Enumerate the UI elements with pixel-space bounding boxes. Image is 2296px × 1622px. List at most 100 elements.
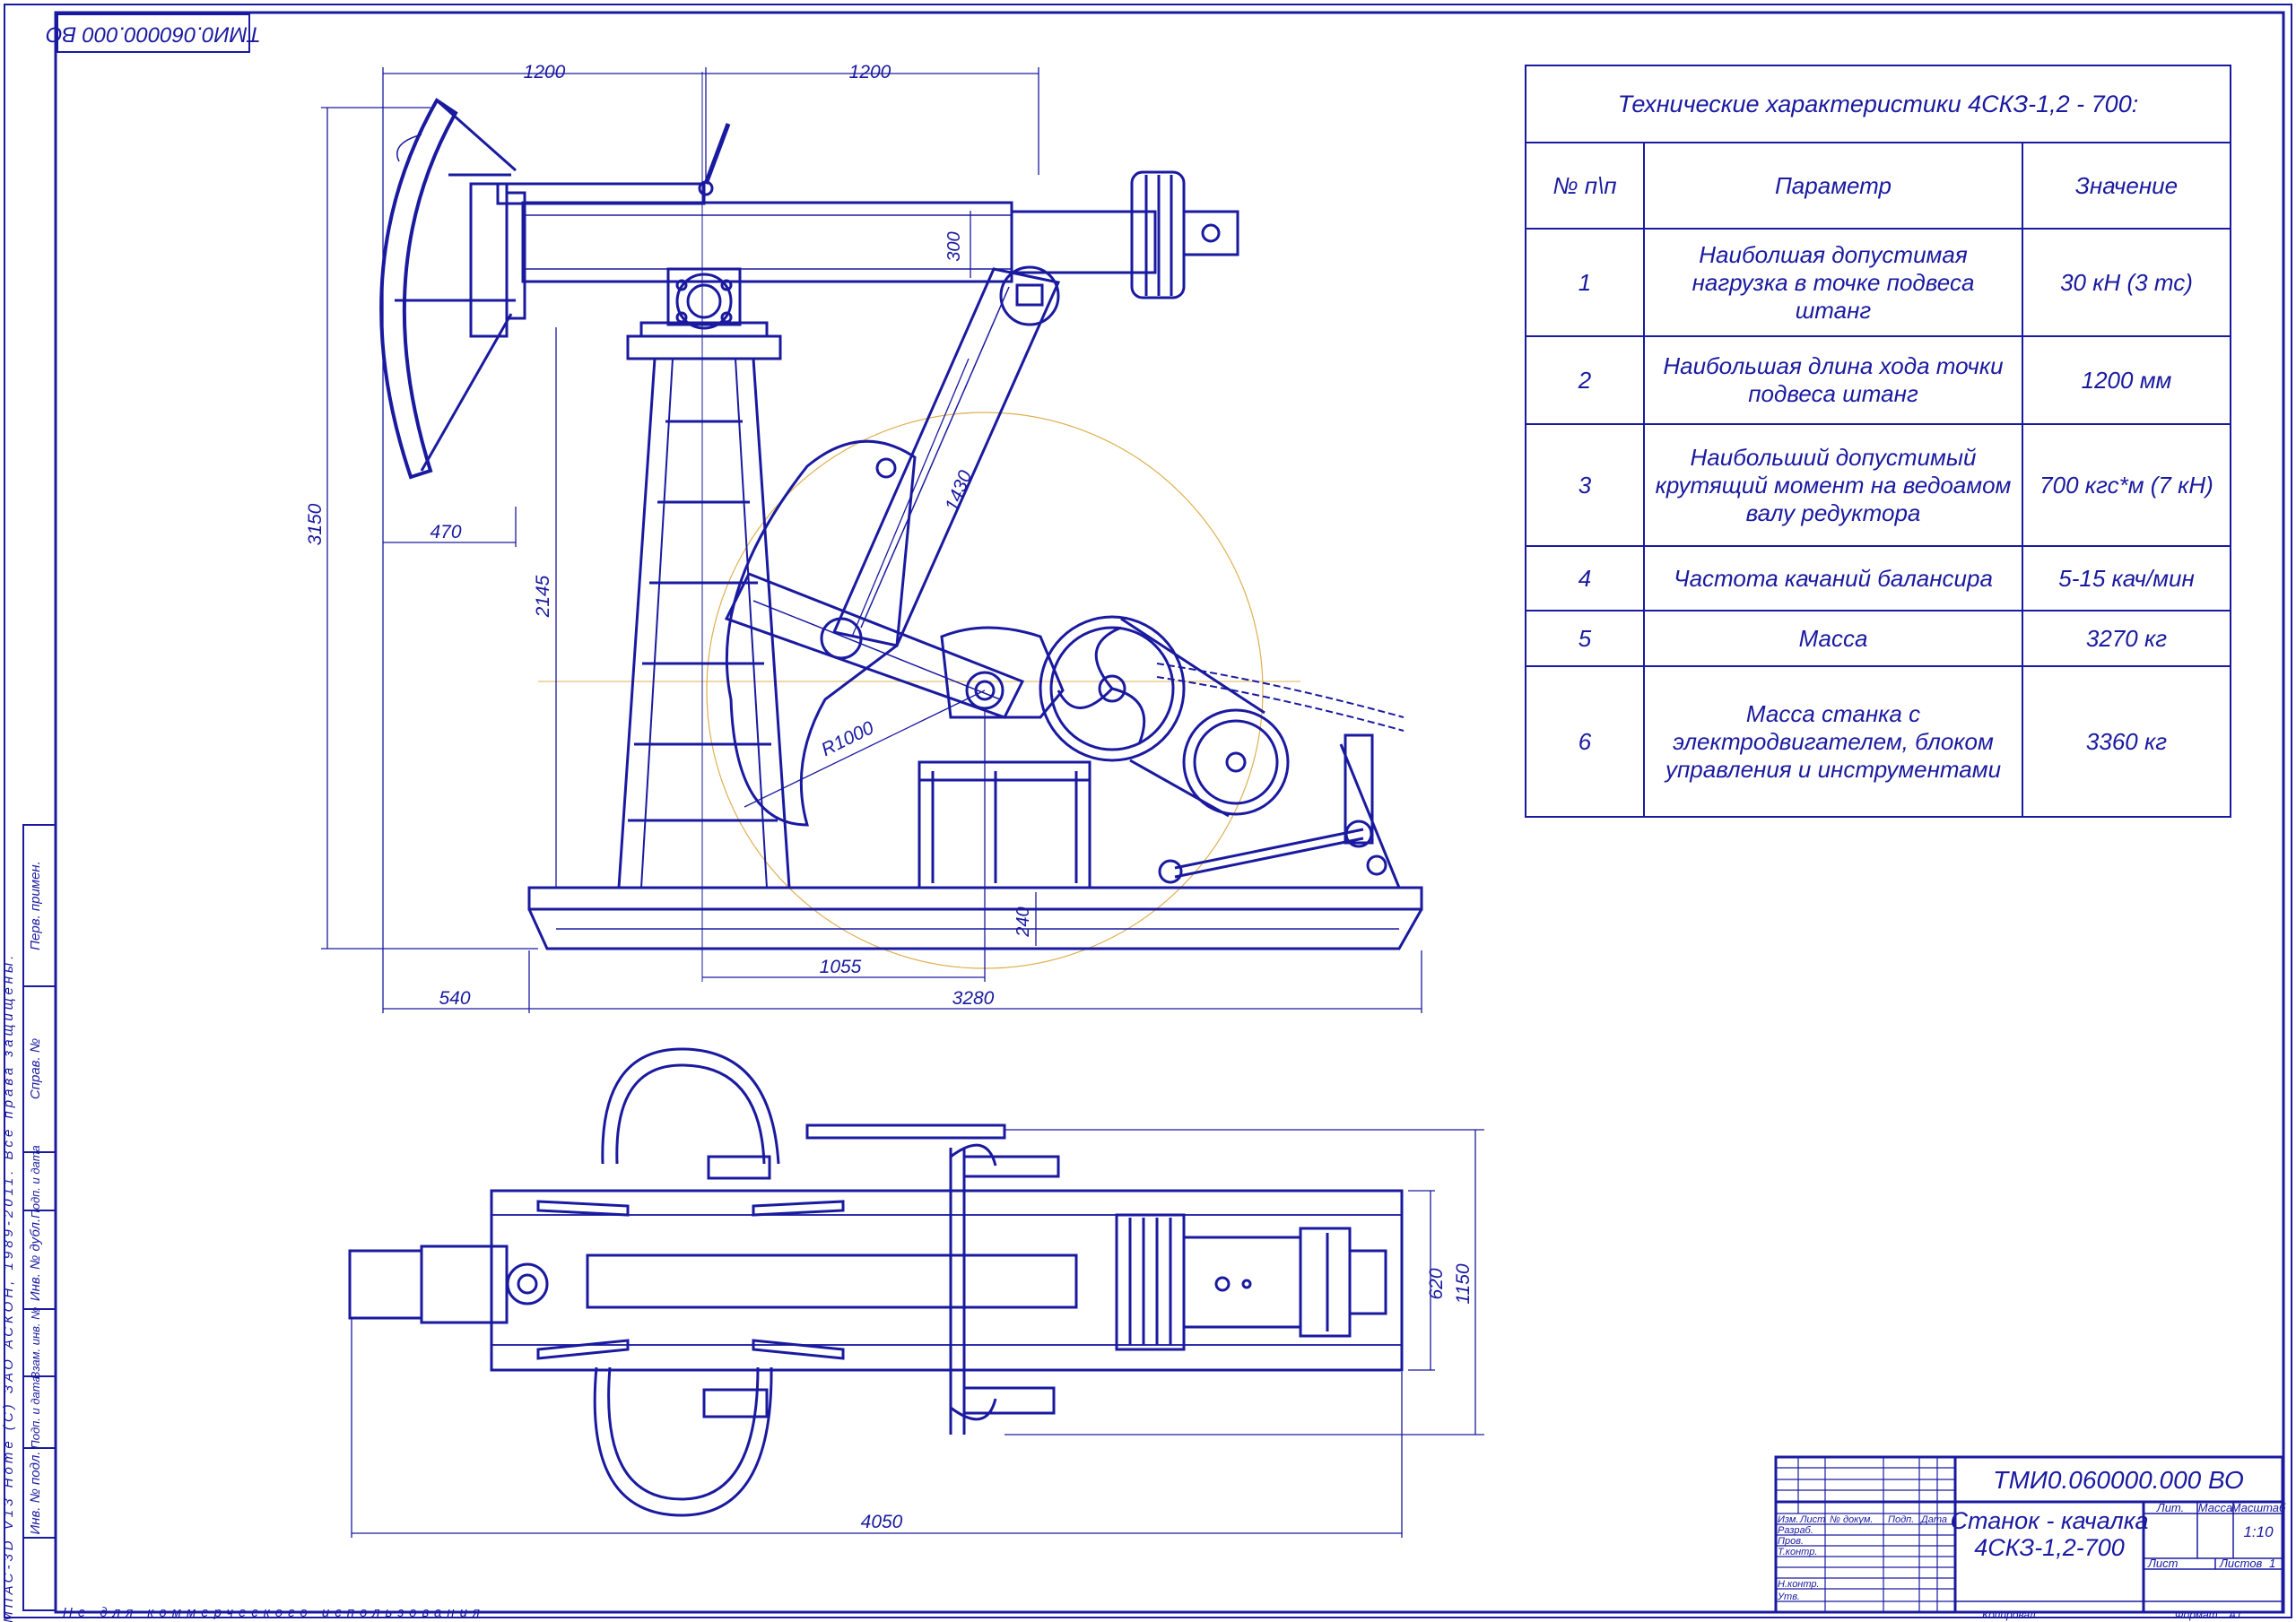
dim-front-overhang: 540 <box>439 988 470 1009</box>
copied-label: Копировал <box>1982 1609 2036 1621</box>
dim-head-offset: 470 <box>430 522 461 542</box>
dim-pivot-height: 2145 <box>533 575 553 618</box>
samson-post <box>617 321 791 889</box>
col-list: Лист <box>1799 1514 1825 1525</box>
title-name-2: 4СКЗ-1,2-700 <box>1974 1534 2125 1561</box>
side-box-label: Инв. № дубл. <box>28 1219 43 1301</box>
dim-plan-inner: 620 <box>1426 1268 1447 1299</box>
row-num: 3 <box>1525 423 1645 547</box>
table-row: 1 Наиболшая допустимая нагрузка в точке … <box>1525 228 2231 337</box>
outer-border <box>4 4 2292 1618</box>
rotated-code-box: ТМИ0.060000.000 ВО <box>46 13 261 53</box>
row-num: 6 <box>1525 665 1645 818</box>
table-row: 3 Наибольший допустимый крутящий момент … <box>1525 423 2231 547</box>
row-value: 3360 кг <box>2022 665 2231 818</box>
side-box-label: Справ. № <box>28 1038 43 1099</box>
head-loop-bottom <box>593 1366 773 1517</box>
sheets-label: Листов <box>2219 1557 2263 1570</box>
title-block-text: ТМИ0.060000.000 ВО Станок - качалка 4СКЗ… <box>1777 1466 2286 1621</box>
dim-link-length: 1430 <box>942 467 977 514</box>
table-row: 5 Масса 3270 кг <box>1525 610 2231 667</box>
pitman-arm <box>820 265 1061 660</box>
walking-beam <box>496 182 1157 283</box>
header-num: № п\п <box>1525 142 1645 230</box>
masshtab-label: Масштаб <box>2231 1501 2286 1514</box>
format-label: Формат <box>2175 1609 2218 1621</box>
row-value: 700 кгс*м (7 кН) <box>2022 423 2231 547</box>
table-row: 4 Частота качаний балансира 5-15 кач/мин <box>1525 545 2231 612</box>
row-prov: Пров. <box>1778 1536 1804 1547</box>
tail-counterweight <box>1130 170 1239 299</box>
side-view <box>379 72 1423 982</box>
sheet-label: Лист <box>2147 1557 2179 1570</box>
row-param: Масса станка с электродвигателем, блоком… <box>1643 665 2023 818</box>
dim-crank-radius: R1000 <box>818 717 877 760</box>
side-dimensions <box>321 67 1422 1013</box>
row-value: 5-15 кач/мин <box>2022 545 2231 612</box>
col-sign: Подп. <box>1888 1514 1914 1525</box>
row-num: 4 <box>1525 545 1645 612</box>
side-box-label: Перв. примен. <box>28 861 43 950</box>
side-box-label: Взам. инв. № <box>29 1307 42 1379</box>
row-value: 3270 кг <box>2022 610 2231 667</box>
row-nkontr: Н.контр. <box>1778 1579 1820 1590</box>
row-razrab: Разраб. <box>1778 1525 1813 1536</box>
table-row: 6 Масса станка с электродвигателем, блок… <box>1525 665 2231 818</box>
dim-plan-length: 4050 <box>861 1512 903 1532</box>
rotated-code-text: ТМИ0.060000.000 ВО <box>46 22 261 47</box>
side-box-label: Подп. и дата <box>29 1145 42 1218</box>
reducer-crank <box>724 439 1065 827</box>
col-doc: № докум. <box>1830 1514 1873 1525</box>
plan-view <box>348 1047 1404 1517</box>
row-value: 30 кН (3 тс) <box>2022 228 2231 337</box>
title-block <box>1774 1455 2284 1614</box>
header-value: Значение <box>2022 142 2231 230</box>
base-frame <box>527 886 1423 911</box>
dim-beam-height: 300 <box>944 231 964 261</box>
brake-linkage <box>1158 733 1401 889</box>
row-utv: Утв. <box>1777 1592 1800 1602</box>
lit-label: Лит. <box>2156 1501 2184 1514</box>
dim-frame-height: 240 <box>1013 906 1033 937</box>
side-stamp <box>22 824 57 1611</box>
sheets-value: 1 <box>2269 1557 2275 1570</box>
row-num: 5 <box>1525 610 1645 667</box>
row-param: Наибольший допустимый крутящий момент на… <box>1643 423 2023 547</box>
dim-plan-outer: 1150 <box>1453 1263 1474 1304</box>
side-box-label: Инв. № подл. <box>28 1451 43 1534</box>
format-value: A1 <box>2228 1609 2242 1621</box>
row-param: Наиболшая допустимая нагрузка в точке по… <box>1643 228 2023 337</box>
col-date: Дата <box>1919 1514 1947 1525</box>
row-num: 1 <box>1525 228 1645 337</box>
dim-frame-length: 3280 <box>952 988 995 1009</box>
specs-title: Технические характеристики 4СКЗ-1,2 - 70… <box>1525 65 2231 143</box>
horse-head <box>379 98 526 480</box>
row-param: Масса <box>1643 610 2023 667</box>
plan-dimension-labels: 620 1150 4050 <box>861 1263 1474 1532</box>
side-box-label: Подп. и дата <box>29 1375 42 1448</box>
side-stamp-labels: Перв. примен. Справ. № Подп. и дата Инв.… <box>1 861 43 1622</box>
plan-dimensions <box>351 1129 1484 1538</box>
saddle-bearing <box>666 267 742 330</box>
head-loop-top <box>601 1047 780 1165</box>
massa-label: Масса <box>2198 1501 2232 1514</box>
table-row: 2 Наибольшая длина хода точки подвеса шт… <box>1525 335 2231 425</box>
dim-total-height: 3150 <box>305 503 326 545</box>
dim-top-right: 1200 <box>849 62 891 82</box>
row-param: Наибольшая длина хода точки подвеса штан… <box>1643 335 2023 425</box>
dim-center-distance: 1055 <box>820 957 862 977</box>
header-param: Параметр <box>1643 142 2023 230</box>
row-value: 1200 мм <box>2022 335 2231 425</box>
title-name-1: Станок - качалка <box>1951 1507 2149 1534</box>
specs-table: Технические характеристики 4СКЗ-1,2 - 70… <box>1525 65 2231 818</box>
bottom-notice: Не для коммерческого использования <box>63 1605 485 1620</box>
title-code: ТМИ0.060000.000 ВО <box>1993 1466 2244 1494</box>
col-izm: Изм. <box>1778 1514 1798 1525</box>
belt-drive <box>1039 615 1405 818</box>
row-tkontr: Т.контр. <box>1778 1547 1817 1557</box>
row-num: 2 <box>1525 335 1645 425</box>
row-param: Частота качаний балансира <box>1643 545 2023 612</box>
base-box <box>918 760 1091 889</box>
side-notice: КОМПАС-3D V13 Home (С) ЗАО АСКОН, 1989-2… <box>1 952 16 1622</box>
